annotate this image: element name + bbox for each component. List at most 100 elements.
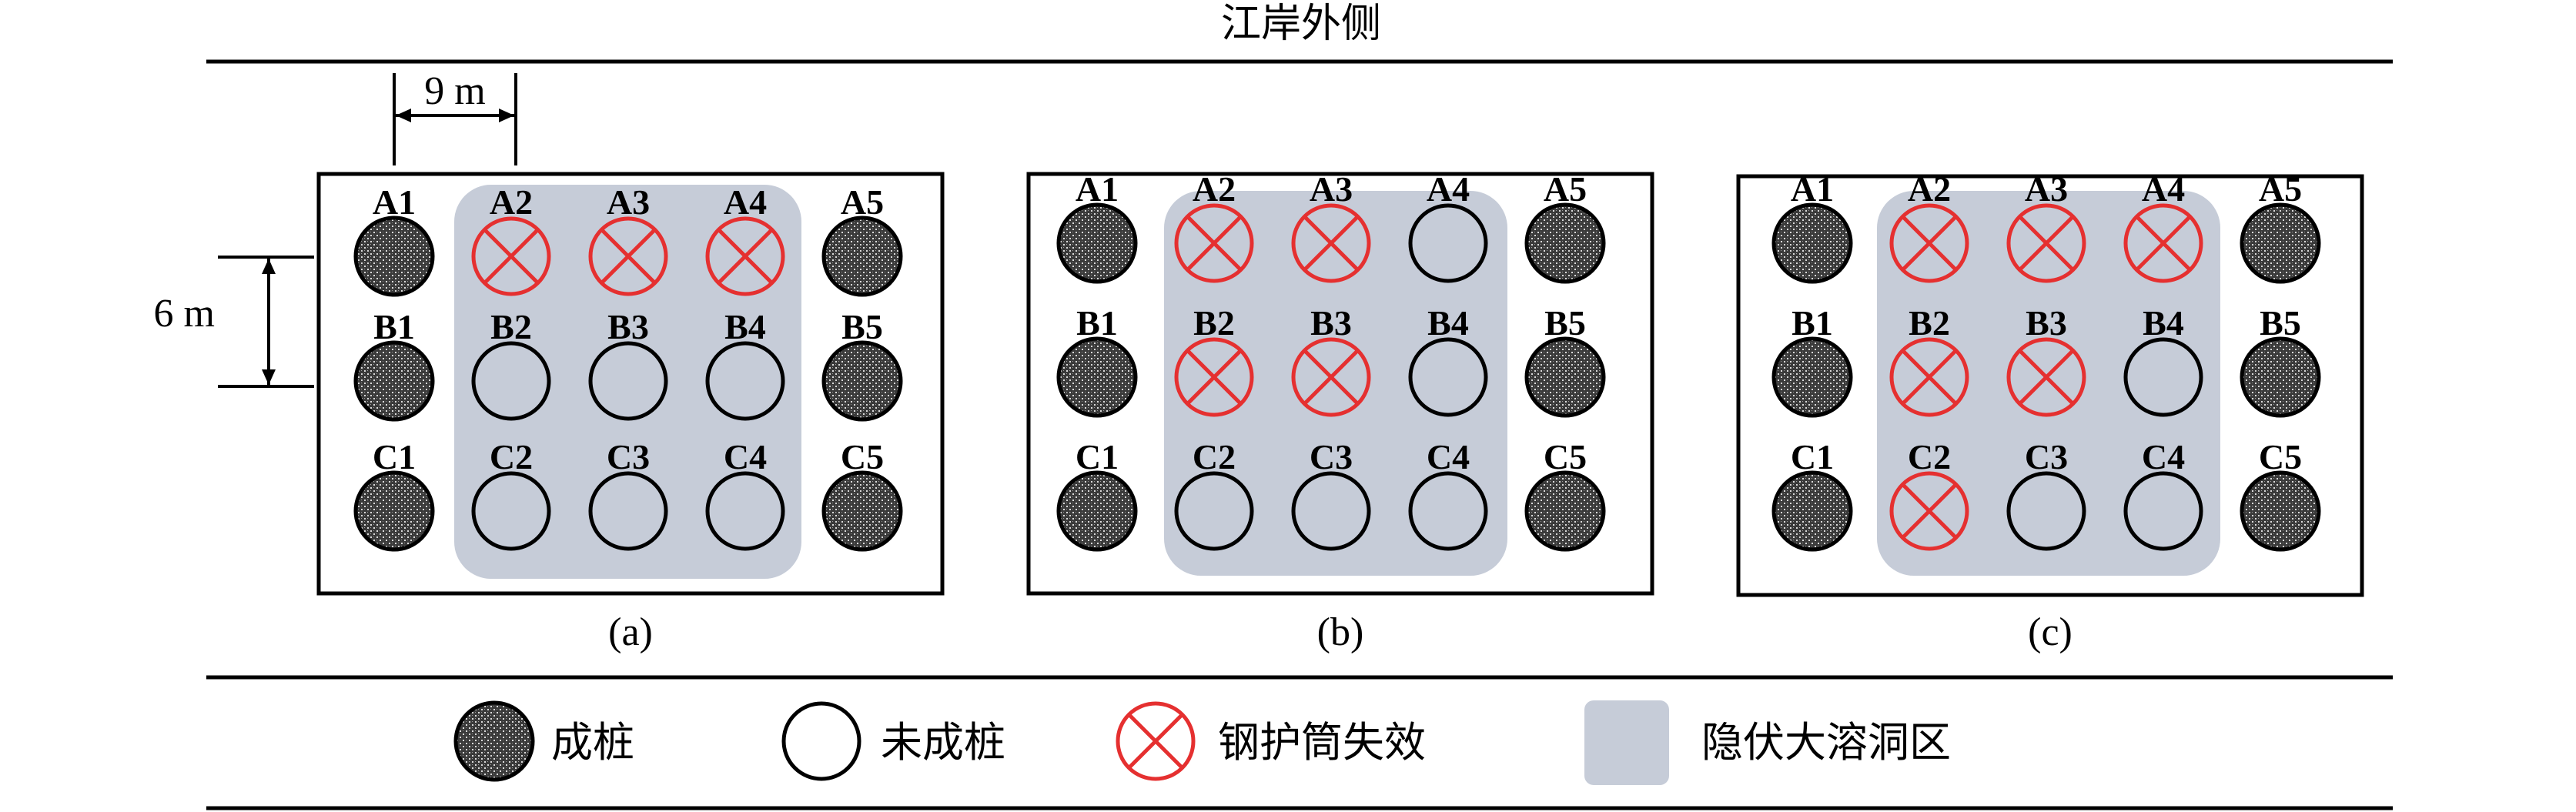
pile-b5: B5	[1524, 303, 1606, 418]
pile-label: C5	[1544, 437, 1587, 476]
legend-item-karst: 隐伏大溶洞区	[1584, 700, 1951, 785]
pile-b5: B5	[2240, 303, 2321, 418]
failed-casing-icon	[1291, 203, 1371, 283]
legend-item-built: 成桩	[453, 700, 634, 782]
built-pile-icon	[821, 470, 903, 552]
pile-b4: B4	[2123, 303, 2203, 417]
pile-label: C2	[1193, 437, 1236, 476]
pile-a4: A4	[2123, 169, 2203, 283]
pile-b3: B3	[588, 307, 668, 421]
pile-a2: A2	[471, 182, 551, 296]
pile-label: C4	[1427, 437, 1470, 476]
failed-casing-icon	[705, 216, 785, 296]
pile-a1: A1	[1771, 169, 1853, 284]
pile-c4: C4	[2123, 437, 2203, 551]
pile-a1: A1	[1056, 169, 1138, 284]
pile-c4: C4	[705, 437, 785, 551]
panel-label: (a)	[608, 610, 653, 654]
built-pile-icon	[1056, 470, 1138, 552]
unbuilt-pile-icon	[2123, 337, 2203, 417]
karst-zone-swatch	[1584, 700, 1669, 785]
unbuilt-pile-icon	[705, 471, 785, 551]
pile-label: C1	[1791, 437, 1834, 476]
pile-b1: B1	[1771, 303, 1853, 418]
built-pile-icon	[2240, 202, 2321, 284]
unbuilt-pile-icon	[1408, 203, 1488, 283]
built-pile-icon	[353, 340, 435, 422]
pile-a4: A4	[1408, 169, 1488, 283]
failed-casing-icon	[2006, 203, 2086, 283]
legend-label-failed: 钢护筒失效	[1218, 718, 1426, 767]
failed-casing-icon	[1116, 701, 1196, 781]
pile-label: B1	[1791, 303, 1833, 343]
built-pile-icon	[353, 470, 435, 552]
pile-label: A4	[2142, 169, 2185, 209]
pile-label: C1	[373, 437, 416, 476]
unbuilt-pile-icon	[471, 471, 551, 551]
unbuilt-pile-icon	[471, 341, 551, 421]
karst-zone	[1877, 191, 2220, 576]
pile-label: C2	[1908, 437, 1951, 476]
pile-label: A5	[2259, 169, 2302, 209]
horizontal-dimension: 9 m	[393, 69, 517, 165]
pile-b4: B4	[705, 307, 785, 421]
unbuilt-pile-icon	[1408, 471, 1488, 551]
legend-label-built: 成桩	[551, 718, 634, 767]
pile-b3: B3	[2006, 303, 2086, 417]
pile-label: C4	[2142, 437, 2185, 476]
pile-label: B4	[724, 307, 766, 346]
pile-a5: A5	[2240, 169, 2321, 284]
built-pile-icon	[1056, 202, 1138, 284]
failed-casing-icon	[1291, 337, 1371, 417]
unbuilt-pile-icon	[781, 701, 861, 781]
failed-casing-icon	[2006, 337, 2086, 417]
vertical-dimension: 6 m	[154, 256, 314, 388]
top-title: 江岸外侧	[1221, 1, 1381, 47]
pile-b2: B2	[471, 307, 551, 421]
built-pile-icon	[2240, 470, 2321, 552]
failed-casing-icon	[1889, 203, 1969, 283]
legend-item-unbuilt: 未成桩	[781, 701, 1005, 781]
pile-label: A4	[1427, 169, 1470, 209]
pile-label: C3	[1310, 437, 1353, 476]
legend: 成桩 未成桩 钢护筒失效 隐伏大溶洞区	[453, 700, 1951, 785]
unbuilt-pile-icon	[588, 341, 668, 421]
unbuilt-pile-icon	[1174, 471, 1254, 551]
pile-a5: A5	[821, 182, 903, 297]
vertical-dimension-label: 6 m	[154, 292, 215, 336]
pile-c5: C5	[821, 437, 903, 552]
built-pile-icon	[1524, 336, 1606, 418]
pile-c1: C1	[1771, 437, 1853, 552]
pile-a2: A2	[1889, 169, 1969, 283]
unbuilt-pile-icon	[1408, 337, 1488, 417]
built-pile-icon	[453, 700, 535, 782]
pile-a1: A1	[353, 182, 435, 297]
pile-label: C2	[490, 437, 533, 476]
unbuilt-pile-icon	[2123, 471, 2203, 551]
pile-label: A5	[841, 182, 884, 222]
pile-c5: C5	[2240, 437, 2321, 552]
pile-label: A2	[1193, 169, 1236, 209]
built-pile-icon	[1771, 336, 1853, 418]
pile-label: A5	[1544, 169, 1587, 209]
built-pile-icon	[2240, 336, 2321, 418]
pile-label: B4	[2143, 303, 2184, 343]
built-pile-icon	[1524, 470, 1606, 552]
pile-label: A3	[607, 182, 650, 222]
pile-label: B2	[1909, 303, 1950, 343]
pile-c3: C3	[588, 437, 668, 551]
pile-b2: B2	[1174, 303, 1254, 417]
pile-label: C4	[724, 437, 767, 476]
horizontal-dimension-label: 9 m	[424, 69, 485, 113]
pile-label: B5	[841, 307, 883, 346]
pile-c2: C2	[471, 437, 551, 551]
pile-a5: A5	[1524, 169, 1606, 284]
panel-label: (b)	[1317, 610, 1364, 654]
pile-c1: C1	[353, 437, 435, 552]
pile-label: B5	[1544, 303, 1586, 343]
built-pile-icon	[1056, 336, 1138, 418]
pile-b1: B1	[1056, 303, 1138, 418]
